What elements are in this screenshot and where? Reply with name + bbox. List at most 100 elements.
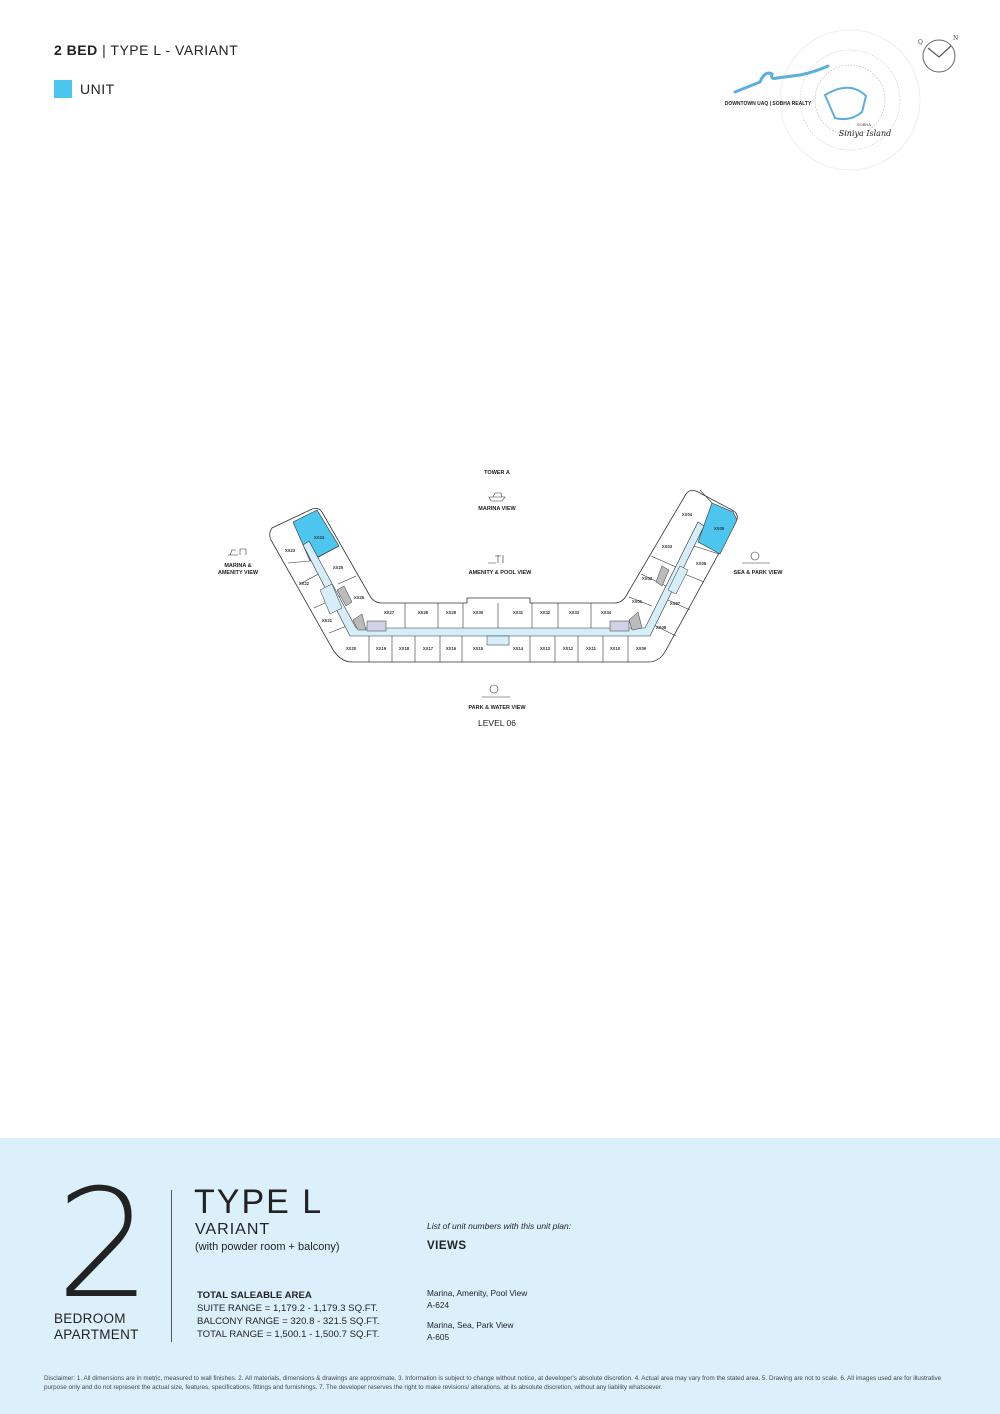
tree-icon [489, 684, 499, 694]
view-label-park-water: PARK & WATER VIEW [468, 705, 526, 711]
unit-label: XX06 [696, 561, 707, 566]
unit-label: XX30 [473, 610, 484, 615]
compass-q: Q [918, 39, 923, 46]
compass-n: N [953, 35, 958, 42]
unit-label: XX14 [513, 646, 524, 651]
unit-label: XX24 [314, 535, 325, 540]
unit-label: XX17 [423, 646, 434, 651]
unit-label: XX21 [322, 618, 333, 623]
total-range: TOTAL RANGE = 1,500.1 - 1,500.7 SQ.FT. [197, 1329, 380, 1340]
view-group-unit: A-605 [427, 1332, 450, 1342]
service-room [366, 620, 387, 632]
unit-label: XX12 [563, 646, 574, 651]
unit-label: XX01 [632, 599, 643, 604]
unit-label: XX04 [682, 512, 693, 517]
unit-highlight-xx05[interactable] [697, 502, 738, 555]
keymap-caption: DOWNTOWN UAQ | SOBHA REALTY [725, 101, 812, 107]
brand-name: SOBHA [857, 122, 871, 127]
unit-list-header: List of unit numbers with this unit plan… [427, 1221, 572, 1231]
unit-label: XX27 [384, 610, 395, 615]
view-label-marina-amenity: AMENITY VIEW [218, 570, 259, 576]
tower-label: TOWER A [484, 470, 510, 476]
unit-label: XX03 [662, 544, 673, 549]
unit-type: TYPE L [194, 1183, 324, 1221]
view-label-marina-amenity: MARINA & [224, 563, 251, 569]
unit-label: XX25 [333, 565, 344, 570]
unit-labels: XX24 XX23 XX25 XX22 XX26 XX21 XX27 XX28 … [285, 512, 725, 651]
keymap-ring-outer [779, 29, 921, 171]
legend-label: UNIT [80, 81, 115, 97]
coastline-icon [733, 64, 830, 94]
palm-tree-icon [488, 555, 504, 564]
unit-label: XX23 [285, 548, 296, 553]
unit-label: XX09 [636, 646, 647, 651]
area-title: TOTAL SALEABLE AREA [197, 1290, 312, 1301]
unit-label: XX28 [418, 610, 429, 615]
unit-label: XX11 [586, 646, 597, 651]
view-group-label: Marina, Amenity, Pool View [427, 1288, 528, 1298]
unit-label: XX15 [473, 646, 484, 651]
divider [171, 1190, 172, 1342]
stair-core [352, 613, 367, 631]
unit-label: XX02 [642, 576, 653, 581]
unit-label: XX29 [446, 610, 457, 615]
location-keymap: DOWNTOWN UAQ | SOBHA REALTY SOBHA Siniya… [725, 29, 921, 171]
balcony [319, 583, 343, 615]
view-label-marina: MARINA VIEW [478, 506, 516, 512]
balcony [667, 565, 689, 595]
summary-panel [0, 1138, 1000, 1414]
unit-label: XX18 [399, 646, 410, 651]
service-room [609, 620, 630, 632]
title-bedrooms: 2 BED [54, 42, 98, 58]
unit-label: XX07 [670, 601, 681, 606]
lift-lobby [486, 635, 510, 646]
compass-icon: Q N [918, 35, 958, 73]
disclaimer: Disclaimer: 1. All dimensions are in met… [44, 1375, 942, 1391]
view-label-sea-park: SEA & PARK VIEW [734, 570, 784, 576]
unit-label: XX31 [513, 610, 524, 615]
unit-label: XX26 [354, 595, 365, 600]
unit-label: XX32 [540, 610, 551, 615]
suite-range: SUITE RANGE = 1,179.2 - 1,179.3 SQ.FT. [197, 1303, 379, 1314]
unit-label: XX16 [446, 646, 457, 651]
bedroom-line1: BEDROOM [54, 1311, 126, 1326]
bedroom-count: 2 [56, 1158, 152, 1332]
view-group-unit: A-624 [427, 1300, 450, 1310]
bedroom-line2: APARTMENT [54, 1327, 139, 1342]
keymap-ring-inner [814, 64, 886, 136]
views-header: VIEWS [427, 1240, 467, 1252]
floor-plan-drawing: DOWNTOWN UAQ | SOBHA REALTY SOBHA Siniya… [218, 29, 958, 728]
level-label: LEVEL 06 [478, 718, 516, 728]
shaft [655, 565, 670, 587]
boat-icon [488, 492, 506, 502]
unit-swatch [54, 80, 72, 98]
area-block: TOTAL SALEABLE AREA SUITE RANGE = 1,179.… [197, 1289, 379, 1341]
balcony-range: BALCONY RANGE = 320.8 - 321.5 SQ.FT. [197, 1316, 380, 1327]
unit-label: XX13 [540, 646, 551, 651]
keymap-ring-mid [799, 49, 901, 151]
title-type: | TYPE L - VARIANT [102, 42, 239, 58]
stair-core [628, 611, 643, 631]
marina-amenity-icon [228, 548, 247, 556]
legend: UNIT [54, 80, 115, 98]
unit-label: XX34 [601, 610, 612, 615]
unit-label: XX05 [714, 526, 725, 531]
unit-label: XX19 [376, 646, 387, 651]
unit-label: XX20 [346, 646, 357, 651]
unit-label: XX33 [569, 610, 580, 615]
tree-icon [750, 551, 760, 561]
unit-dividers [287, 489, 720, 662]
variant-note: (with powder room + balcony) [195, 1241, 340, 1253]
brand-script: Siniya Island [839, 129, 891, 138]
view-group-label: Marina, Sea, Park View [427, 1320, 514, 1330]
page-title: 2 BED | TYPE L - VARIANT [54, 42, 238, 58]
island-icon [823, 86, 868, 121]
unit-variant: VARIANT [195, 1221, 271, 1238]
unit-label: XX10 [610, 646, 621, 651]
corridor [302, 521, 705, 637]
view-label-amenity-pool: AMENITY & POOL VIEW [469, 570, 533, 576]
